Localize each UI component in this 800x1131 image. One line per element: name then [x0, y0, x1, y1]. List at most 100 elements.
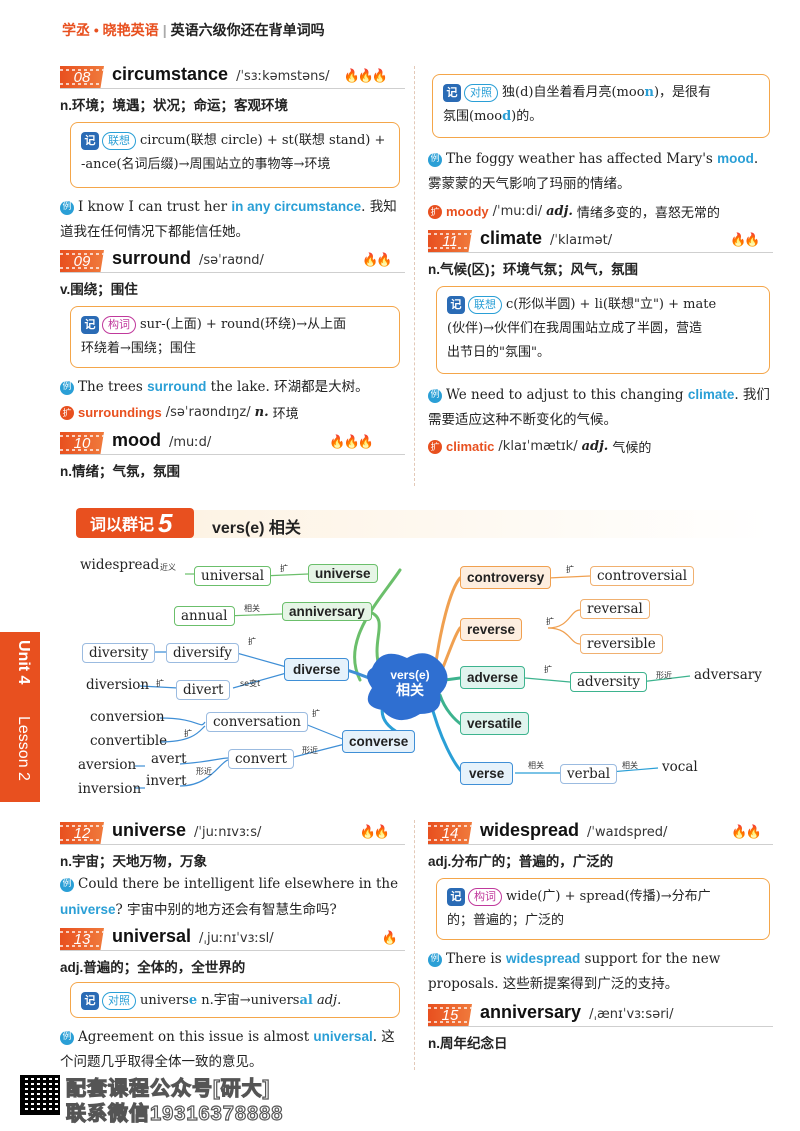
- entry-def-text: 分布广的；普遍的，广泛的: [451, 854, 614, 869]
- tip-line: circum(联想 circle) + st(联想 stand) +: [140, 133, 386, 148]
- tip-line: adj.: [312, 993, 342, 1008]
- entry-phonetic: /ˈjuːnɪvɜːs/: [194, 825, 262, 840]
- entry-pos: n.: [60, 98, 72, 113]
- extension-pos: adj.: [546, 204, 573, 219]
- example-highlight: mood: [717, 151, 754, 166]
- entry-underline: [428, 252, 773, 253]
- extension-icon: 扩: [428, 439, 442, 454]
- entry-definition: n.环境；境遇；状况；命运；客观环境: [60, 94, 288, 114]
- group-banner: [190, 510, 770, 538]
- header-title: 英语六级你还在背单词吗: [170, 22, 325, 38]
- entry-word: anniversary: [480, 1002, 582, 1022]
- example-text: 雾蒙蒙的天气影响了玛丽的情绪。: [428, 176, 631, 192]
- node-verse: verse: [460, 762, 514, 785]
- entry-word-line: mood /muːd/ 🔥🔥🔥: [112, 430, 374, 451]
- relation-label: 相关: [244, 604, 260, 613]
- tip-tag-label: 构词: [468, 887, 502, 906]
- entry-word: widespread: [480, 820, 580, 840]
- tip-line: 独(d)自坐着看月亮(moo: [502, 85, 645, 100]
- header-sep: |: [162, 22, 167, 38]
- group-label: 词以群记: [90, 517, 155, 534]
- example-highlight: widespread: [505, 951, 581, 966]
- group-title: vers(e) 相关: [212, 520, 301, 537]
- column-divider-bottom: [414, 820, 415, 1070]
- example-icon: 例: [60, 380, 74, 395]
- sidebar-unit: Unit 4: [15, 640, 32, 685]
- tip-tag: 记对照: [81, 991, 136, 1010]
- unit-sidebar: [0, 632, 40, 802]
- entry-underline: [60, 272, 405, 273]
- relation-label: 扩: [280, 564, 288, 573]
- extension-word-text: moody: [446, 204, 489, 219]
- page-header: 学丞 • 晓艳英语|英语六级你还在背单词吗: [62, 20, 325, 40]
- node-universal: universal: [194, 566, 272, 586]
- node-conversation: conversation: [206, 712, 308, 732]
- extension-pos: n.: [254, 405, 269, 420]
- entry-pos: n.: [60, 854, 72, 869]
- tip-line: n.宇宙→univers: [197, 993, 300, 1008]
- node-universe: universe: [308, 564, 378, 583]
- frequency-flames-icon: 🔥🔥🔥: [329, 435, 374, 450]
- node-avert: avert: [151, 751, 187, 767]
- branch-controversy: [433, 576, 462, 672]
- node-diversity: diversity: [82, 643, 156, 663]
- extension-word: 扩 surroundings /səˈraʊndɪŋz/ n.环境: [60, 403, 299, 422]
- node-divert: divert: [176, 680, 231, 700]
- relation-label: 扩: [544, 665, 552, 674]
- entry-definition: adj.普遍的；全体的，全世界的: [60, 956, 245, 976]
- example-text: 道我在任何情况下都能信任她。: [60, 224, 249, 240]
- relation-label: 形近: [656, 671, 672, 680]
- node-diversify: diversify: [166, 643, 239, 663]
- extension-word: 扩 moody /ˈmuːdi/ adj.情绪多变的，喜怒无常的: [428, 202, 720, 221]
- entry-number-badge: 11: [428, 230, 472, 252]
- branch-verse: [428, 698, 464, 774]
- example-icon: 例: [428, 388, 442, 403]
- node-widespread: widespread: [80, 557, 160, 573]
- example-text: I know I can trust her: [78, 199, 232, 215]
- center-title: vers(e): [390, 668, 430, 682]
- frequency-flames-icon: 🔥: [381, 931, 398, 946]
- entry-underline: [428, 844, 773, 845]
- entry-underline: [428, 1026, 773, 1027]
- relation-label: se变t: [240, 679, 261, 688]
- entry-word: mood: [112, 430, 161, 450]
- tip-line: )，是很有: [653, 85, 712, 100]
- tip-badge-icon: 记: [443, 83, 461, 102]
- sidebar-lesson: Lesson 2: [15, 716, 32, 781]
- entry-word: climate: [480, 228, 543, 248]
- example-text: . 这: [372, 1029, 395, 1045]
- entry-word-line: widespread /ˈwaɪdspred/ 🔥🔥: [480, 820, 762, 841]
- mindmap-connectors: [135, 568, 691, 789]
- example-highlight: surround: [147, 379, 207, 394]
- branch-versatile: [438, 693, 464, 727]
- node-diverse: diverse: [284, 658, 350, 681]
- node-conversion: conversion: [90, 709, 165, 725]
- tip-line: 环绕着→围绕；围住: [81, 341, 196, 356]
- node-inversion: inversion: [78, 781, 142, 797]
- entry-number-badge: 12: [60, 822, 104, 844]
- entry-phonetic: /ˌjuːnɪˈvɜːsl/: [199, 931, 274, 946]
- entry-def-text: 宇宙；天地万物，万象: [72, 854, 207, 869]
- entry-underline: [60, 950, 405, 951]
- extension-word: 扩 climatic /klaɪˈmætɪk/ adj.气候的: [428, 437, 651, 456]
- extension-phonetic: /klaɪˈmætɪk/: [498, 439, 578, 454]
- entry-pos: adj.: [60, 960, 84, 975]
- extension-word-text: climatic: [446, 439, 495, 454]
- branch-universe: [353, 568, 402, 682]
- relation-label: 相关: [622, 761, 638, 770]
- example-highlight: in any circumstance: [231, 199, 362, 214]
- extension-icon: 扩: [428, 204, 442, 219]
- entry-underline: [60, 454, 405, 455]
- relation-label: 扩: [312, 709, 320, 718]
- frequency-flames-icon: 🔥🔥: [361, 253, 392, 268]
- node-reverse: reverse: [460, 618, 523, 641]
- example-icon: 例: [60, 877, 74, 892]
- entry-pos: v.: [60, 282, 71, 297]
- example-text: The foggy weather has affected Mary's: [446, 151, 718, 167]
- example-text: Could there be intelligent life elsewher…: [78, 876, 399, 892]
